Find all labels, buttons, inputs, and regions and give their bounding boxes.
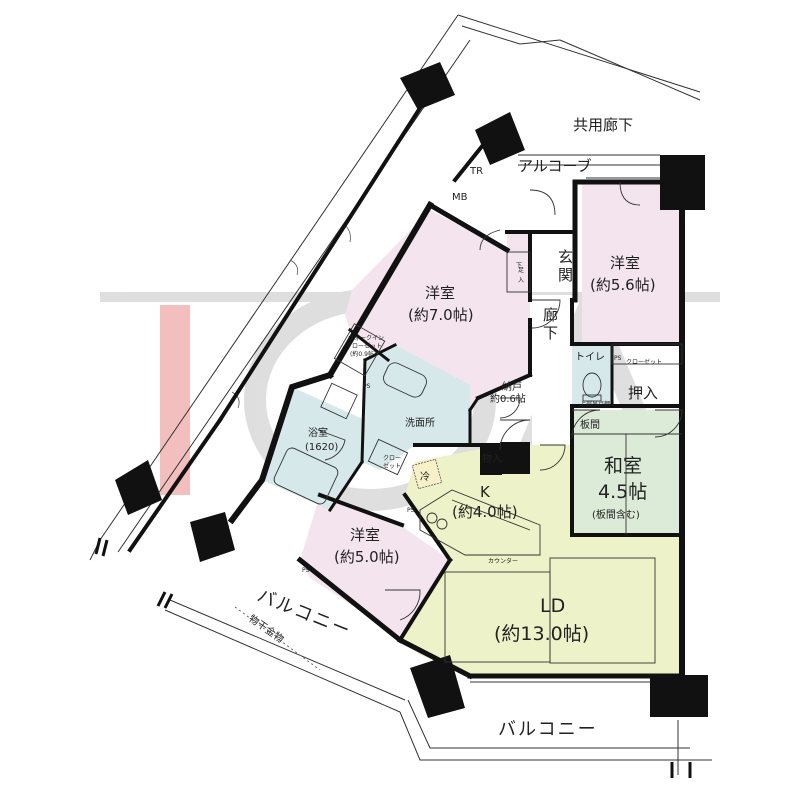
closet-label: クローゼット <box>626 358 662 366</box>
refrigerator-label: 冷 <box>420 470 430 483</box>
room-toilet <box>572 344 612 406</box>
ps-label-1: PS <box>363 383 371 390</box>
storage-room-size: 約0.6帖 <box>490 392 526 405</box>
walls <box>127 105 685 680</box>
living-dining-size: (約13.0帖) <box>494 623 589 645</box>
mb-label: MB <box>452 192 468 203</box>
kitchen-name: K <box>480 483 491 501</box>
laundry-hardware-label: 物干金物 <box>246 612 286 646</box>
shoe-box-label-2: 足 <box>518 267 524 274</box>
shoe-box-label: 下 <box>515 262 522 269</box>
storage-room-name: 納戸 <box>502 380 522 393</box>
tick-marks <box>94 537 692 778</box>
entrance-label-1: 玄 <box>558 248 573 266</box>
ps-label-4: PS <box>614 355 622 362</box>
kitchen-size: (約4.0帖) <box>452 503 518 521</box>
tr-label: TR <box>469 166 483 177</box>
western-east-name: 洋室 <box>610 254 640 272</box>
western-south-name: 洋室 <box>350 526 380 544</box>
walk-in-closet-label-3: (約0.9帖) <box>350 350 376 358</box>
balcony-bottom-label: バルコニー <box>498 719 598 740</box>
japanese-room-name: 和室 <box>604 455 642 477</box>
room-living-dining <box>400 445 679 675</box>
room-bathroom <box>262 387 365 510</box>
hallway-label-1: 廊 <box>543 306 558 324</box>
japanese-room-note: (板間含む) <box>592 508 640 521</box>
bathroom-name: 浴室 <box>308 426 328 439</box>
fixtures <box>273 181 683 664</box>
entrance-label-2: 関 <box>558 266 573 284</box>
toilet-label: トイレ <box>575 352 605 363</box>
refrigerator-box <box>411 458 443 490</box>
counter-label: カウンター <box>488 557 518 565</box>
living-dining-name: LD <box>540 595 565 617</box>
western-east-size: (約5.6帖) <box>590 276 656 294</box>
common-corridor-label: 共用廊下 <box>573 116 633 134</box>
western-north-name: 洋室 <box>425 284 455 302</box>
room-western-south <box>300 495 450 640</box>
ps-label-2: PS <box>407 507 415 514</box>
closet-small-label-2: ゼット <box>383 462 401 470</box>
room-western-north <box>345 210 532 415</box>
watermark-i-letter <box>160 305 190 495</box>
itama-label: 板間 <box>580 418 600 431</box>
walk-in-closet-label: ウォークイン <box>348 334 384 342</box>
upper-cabinet-label: 上部吊戸棚 <box>580 400 610 408</box>
japanese-room-size: 4.5帖 <box>598 481 647 503</box>
washroom-label: 洗面所 <box>405 417 435 429</box>
room-japanese <box>572 410 679 535</box>
ps-label-3: PS <box>302 567 310 574</box>
alcove-label: アルコーブ <box>518 157 592 175</box>
closet-small-label: クロー <box>383 455 401 462</box>
western-south-size: (約5.0帖) <box>334 548 400 566</box>
room-washroom <box>362 345 470 470</box>
walk-in-closet-label-2: クローゼット <box>346 342 382 350</box>
storage-small-label: 物入 <box>482 452 502 465</box>
hallway-label-2: 下 <box>543 324 558 342</box>
shoe-box-label-3: 入 <box>518 277 524 284</box>
oshiire-label: 押入 <box>628 384 658 402</box>
bathroom-size: (1620) <box>305 442 338 453</box>
columns <box>115 62 708 718</box>
western-north-size: (約7.0帖) <box>408 306 474 324</box>
